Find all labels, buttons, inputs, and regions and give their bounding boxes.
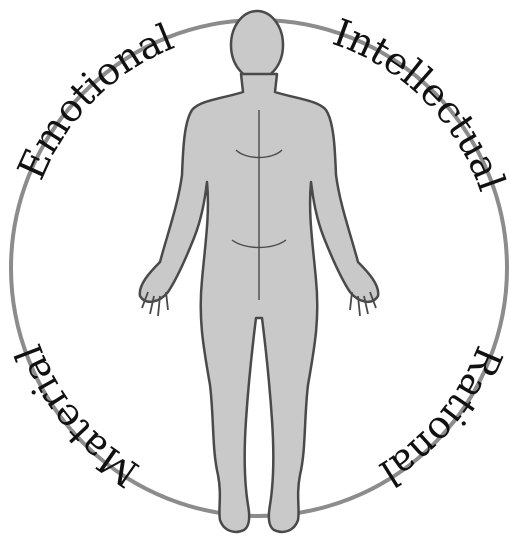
label-intellectual: Intellectual xyxy=(328,10,510,196)
label-material: Material xyxy=(6,339,146,496)
label-rational: Rational xyxy=(373,340,510,495)
figure-head xyxy=(231,11,283,79)
label-emotional: Emotional xyxy=(9,15,180,186)
human-figure xyxy=(140,11,378,532)
